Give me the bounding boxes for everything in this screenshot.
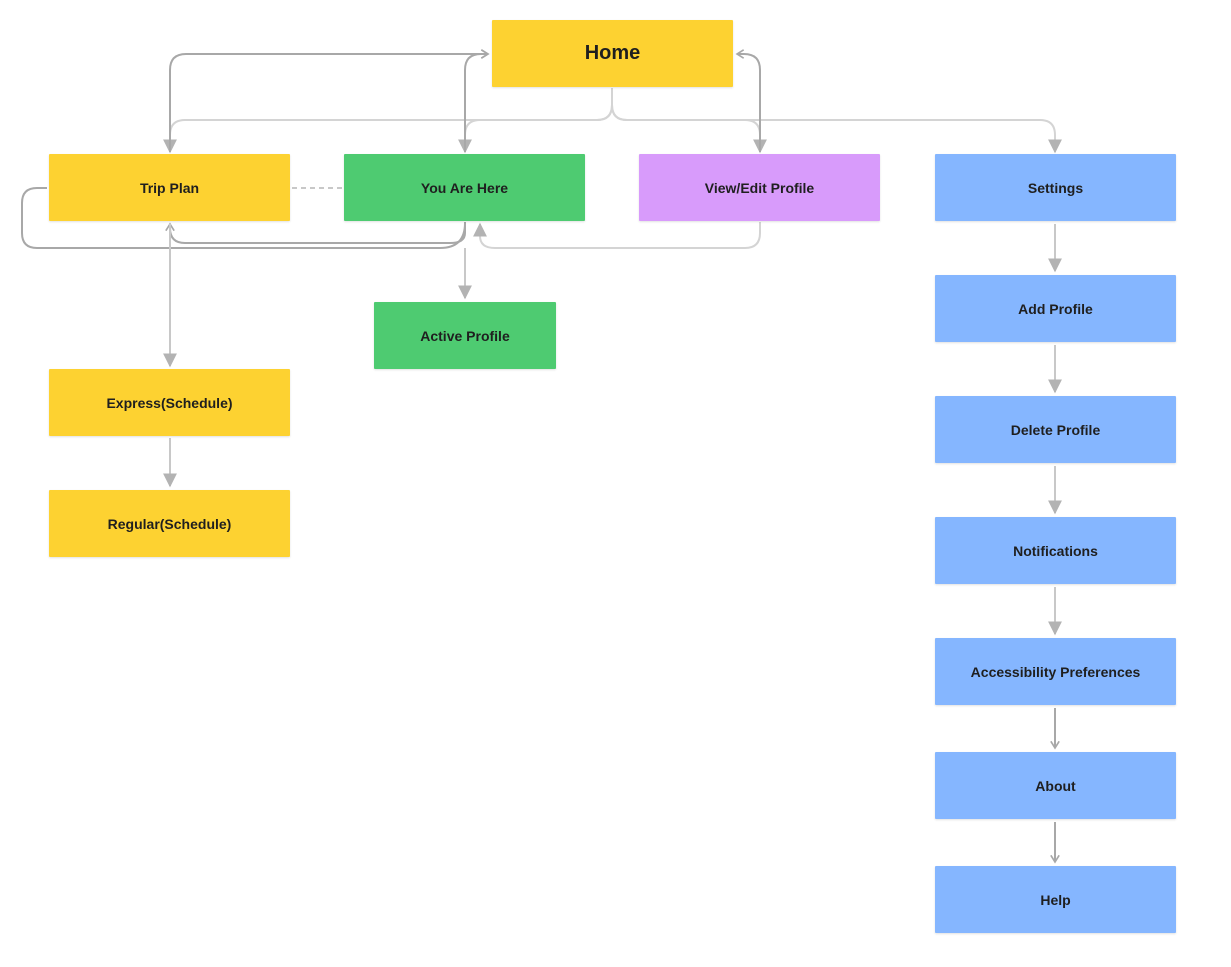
you-are-here-node[interactable]: You Are Here: [344, 154, 585, 221]
trip-plan-node[interactable]: Trip Plan: [49, 154, 290, 221]
settings-node[interactable]: Settings: [935, 154, 1176, 221]
active-profile-node[interactable]: Active Profile: [374, 302, 556, 369]
home-node[interactable]: Home: [492, 20, 733, 87]
home-to-you-are-here-connector: [458, 104, 613, 154]
add-profile-node[interactable]: Add Profile: [935, 275, 1176, 342]
accessibility-preferences-node[interactable]: Accessibility Preferences: [935, 638, 1176, 705]
home-to-settings-connector: [611, 104, 1062, 154]
home-to-view-edit-profile-connector: [611, 104, 767, 154]
you-are-here-to-home-connector: [464, 49, 490, 152]
express-schedule-node[interactable]: Express(Schedule): [49, 369, 290, 436]
home-to-trip-plan-connector: [163, 88, 613, 154]
help-node[interactable]: Help: [935, 866, 1176, 933]
view-edit-profile-to-home-connector: [735, 49, 761, 152]
notifications-node[interactable]: Notifications: [935, 517, 1176, 584]
you-are-here-to-trip-plan-connector: [165, 222, 466, 244]
view-edit-profile-node[interactable]: View/Edit Profile: [639, 154, 880, 221]
delete-profile-node[interactable]: Delete Profile: [935, 396, 1176, 463]
trip-plan-to-home-connector: [169, 49, 490, 152]
about-node[interactable]: About: [935, 752, 1176, 819]
view-edit-profile-to-you-are-here-connector: [473, 222, 761, 249]
regular-schedule-node[interactable]: Regular(Schedule): [49, 490, 290, 557]
